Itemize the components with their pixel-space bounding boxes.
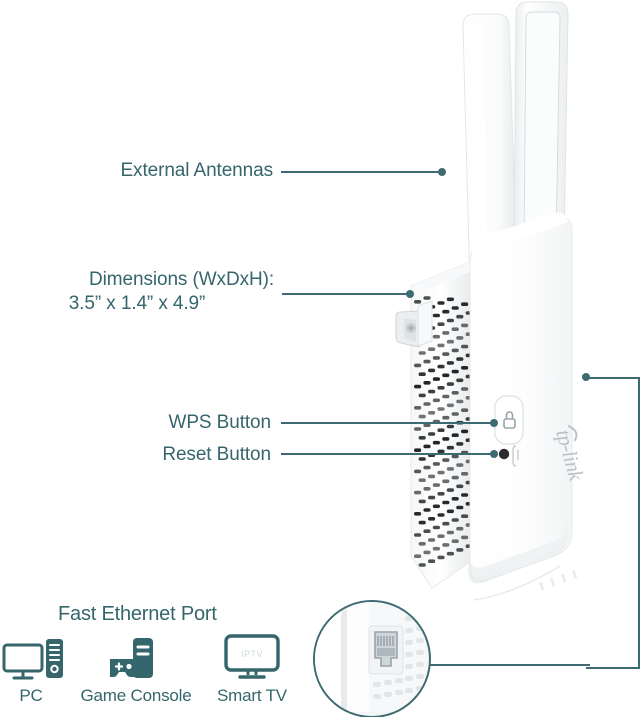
front-top-highlight xyxy=(472,212,568,256)
rj45-ethernet-port-icon xyxy=(315,602,425,712)
led-indicators xyxy=(539,569,578,591)
ventilation-grille xyxy=(414,296,470,567)
device-label-pc: PC xyxy=(19,686,43,705)
callout-label-wps-button: WPS Button xyxy=(168,412,272,433)
television-icon: IPTV xyxy=(224,634,280,679)
device-bottom-edge xyxy=(468,520,568,584)
power-plug-prong xyxy=(395,300,433,348)
leader-line-dimensions xyxy=(282,293,411,295)
leader-line-ethernet-inset xyxy=(424,664,590,666)
desktop-computer-icon xyxy=(2,639,63,680)
fast-ethernet-port-heading: Fast Ethernet Port xyxy=(58,603,217,625)
device-top-bevel xyxy=(411,262,470,296)
device-item-pc xyxy=(2,636,64,687)
leader-bracket-ethernet-port xyxy=(586,377,640,669)
device-label-smart-tv: Smart TV xyxy=(217,686,287,705)
callout-label-dimensions: Dimensions (WxDxH): 3.5” x 1.4” x 4.9” xyxy=(0,268,274,317)
device-front-panel xyxy=(469,216,573,582)
leader-dot-external-antennas xyxy=(438,168,446,176)
game-console-icon xyxy=(106,638,153,678)
tv-screen-text: IPTV xyxy=(241,649,263,659)
device-item-game-console xyxy=(106,636,162,687)
antenna-hinge xyxy=(455,297,573,397)
leader-line-wps-button xyxy=(281,422,495,424)
wps-button-on-device xyxy=(494,395,524,445)
device-item-smart-tv: IPTV xyxy=(224,632,280,687)
device-side-panel xyxy=(410,261,471,589)
callout-label-external-antennas: External Antennas xyxy=(120,160,273,181)
ethernet-port-inset xyxy=(313,600,431,717)
leader-dot-front-panel xyxy=(582,373,590,381)
svg-text:tp-link: tp-link xyxy=(551,427,589,484)
leader-line-reset-button xyxy=(281,453,495,455)
leader-dot-dimensions xyxy=(406,290,414,298)
antenna-right xyxy=(513,1,569,257)
antenna-left xyxy=(462,13,520,339)
reset-pinhole-on-device xyxy=(498,445,519,467)
leader-dot-reset-button xyxy=(490,450,498,458)
leader-line-external-antennas xyxy=(281,171,443,173)
front-panel-shadow xyxy=(473,565,561,601)
leader-dot-wps-button xyxy=(490,419,498,427)
dimensions-title: Dimensions (WxDxH): xyxy=(89,269,274,290)
dimensions-value: 3.5” x 1.4” x 4.9” xyxy=(68,293,206,315)
device-label-game-console: Game Console xyxy=(80,686,192,705)
tp-link-logo: tp-link xyxy=(551,425,589,484)
callout-label-reset-button: Reset Button xyxy=(162,444,271,465)
